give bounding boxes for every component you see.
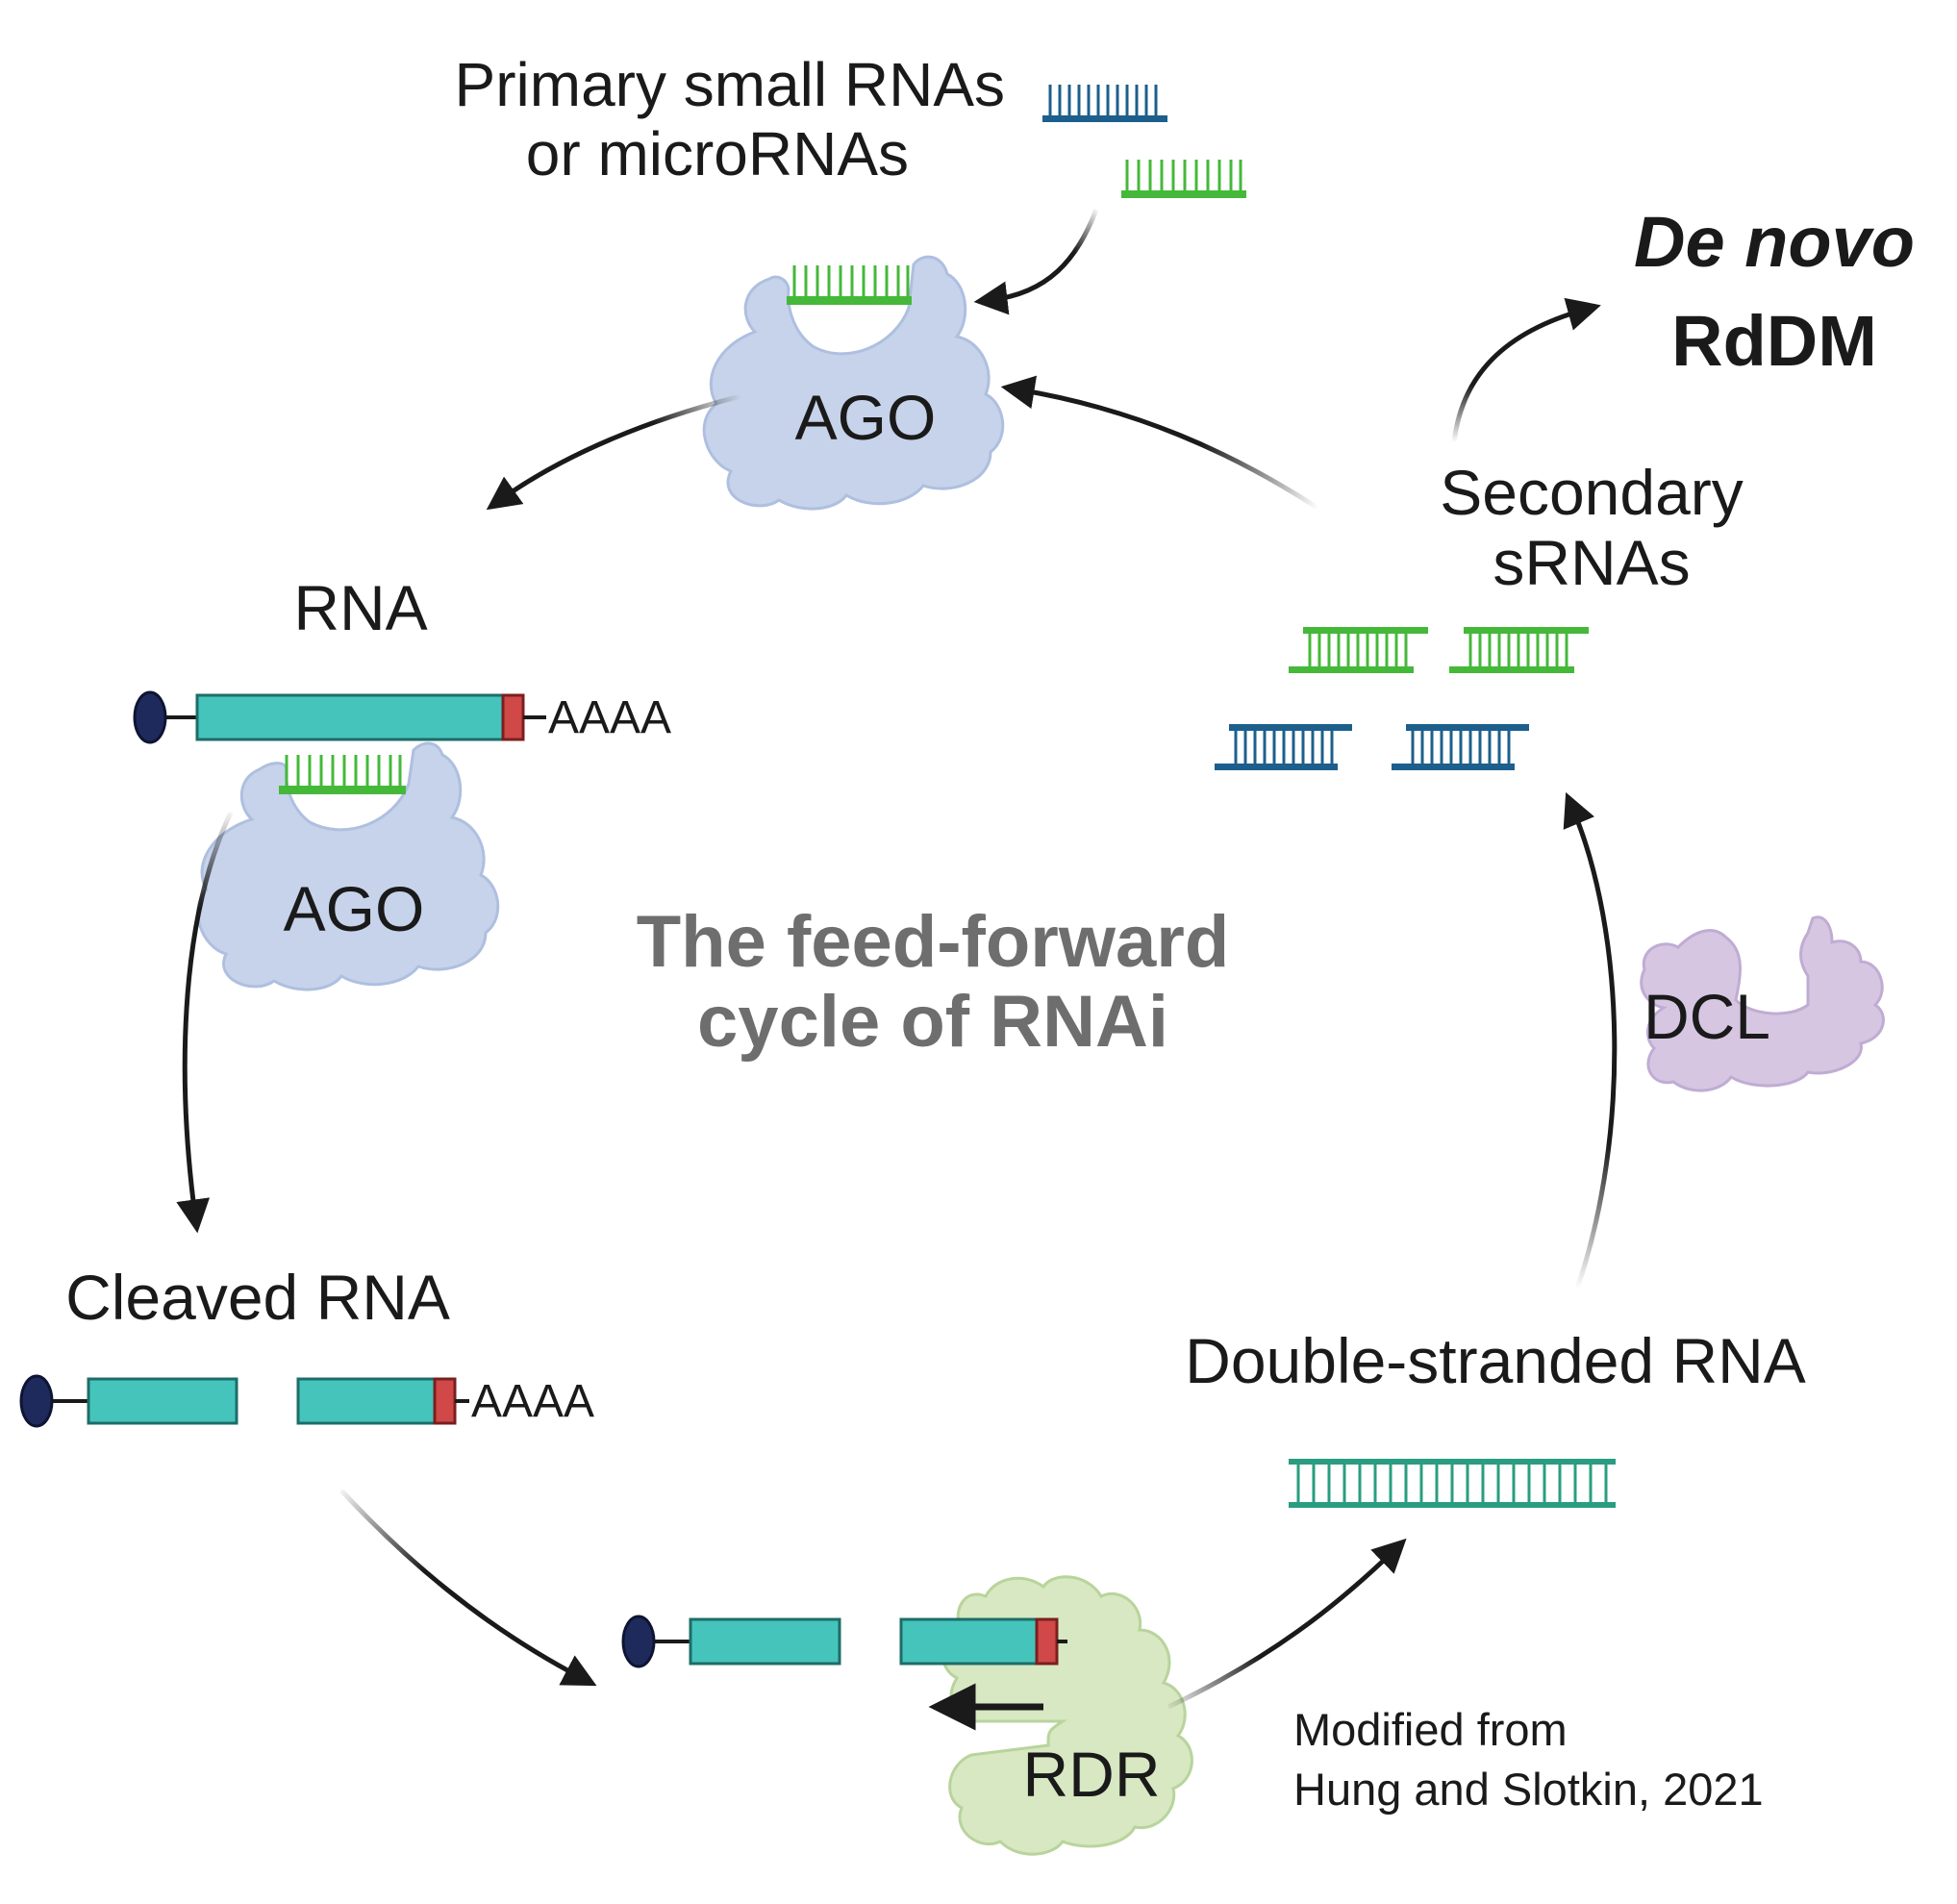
- cleaved-rna-fragments: [19, 1374, 469, 1428]
- dsrna-label: Double-stranded RNA: [1185, 1325, 1806, 1396]
- secondary-srna-duplex-green-2: [1449, 627, 1589, 673]
- rdr-label: RDR: [1023, 1739, 1161, 1810]
- credit-line2: Hung and Slotkin, 2021: [1293, 1764, 1764, 1815]
- arrow-dsrna-to-secondary: [1563, 791, 1618, 1290]
- ago-top-label: AGO: [795, 382, 937, 453]
- arrow-rdr-to-dsrna: [1167, 1538, 1407, 1710]
- arrow-secondary-to-ago: [1000, 375, 1319, 511]
- arrow-secondary-to-rddm: [1451, 297, 1601, 443]
- arrow-cleaved-to-rdr: [339, 1489, 597, 1687]
- ago-mid-label: AGO: [284, 873, 425, 944]
- five-prime-cap: [133, 690, 167, 744]
- center-title-line1: The feed-forward: [637, 901, 1230, 983]
- dsrna-molecule: [1289, 1459, 1616, 1508]
- primary-srna-blue: [1042, 85, 1167, 122]
- five-prime-cap: [19, 1374, 54, 1428]
- primary-srna-label-line1: Primary small RNAs: [455, 50, 1005, 119]
- arrow-srna-to-ago: [973, 209, 1099, 315]
- credit-line1: Modified from: [1293, 1704, 1568, 1755]
- ago-protein-top: [702, 255, 1005, 511]
- center-title-line2: cycle of RNAi: [697, 981, 1168, 1063]
- secondary-srna-duplex-green-1: [1289, 627, 1428, 673]
- arrow-ago-to-rna: [486, 393, 741, 511]
- mrna-transcript: [133, 690, 546, 744]
- poly-a-tail-label-1: AAAA: [548, 692, 671, 743]
- primary-srna-green: [1121, 160, 1246, 198]
- cleaved-rna-label: Cleaved RNA: [65, 1262, 450, 1333]
- secondary-srna-label-line1: Secondary: [1440, 457, 1744, 528]
- rdr-template-rna: [621, 1615, 1067, 1668]
- secondary-srna-label-line2: sRNAs: [1493, 527, 1690, 598]
- de-novo-label: De novo: [1634, 202, 1915, 282]
- dcl-label: DCL: [1643, 981, 1770, 1052]
- secondary-srna-duplex-blue-1: [1215, 724, 1352, 770]
- five-prime-cap: [621, 1615, 656, 1668]
- rddm-label: RdDM: [1671, 301, 1877, 381]
- dcl-protein: [1640, 915, 1885, 1092]
- secondary-srna-duplex-blue-2: [1392, 724, 1529, 770]
- ago-protein-mid: [196, 741, 500, 991]
- rna-label: RNA: [293, 572, 427, 643]
- arrow-rna-to-cleaved: [176, 811, 234, 1234]
- primary-srna-label-line2: or microRNAs: [526, 119, 909, 188]
- poly-a-tail-label-2: AAAA: [471, 1376, 594, 1427]
